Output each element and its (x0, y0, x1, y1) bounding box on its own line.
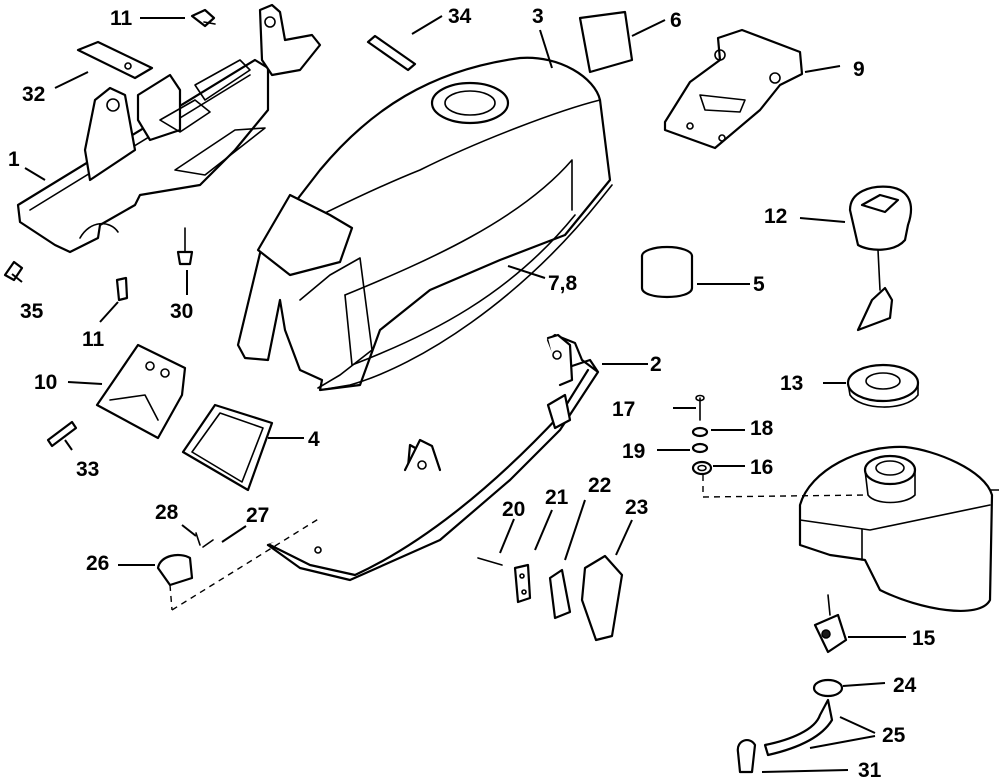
callout-35: 35 (20, 300, 44, 323)
part-27-pin (202, 539, 214, 548)
callout-9: 9 (853, 58, 865, 81)
part-24-wedge (580, 554, 624, 642)
callout-22: 18 (750, 417, 774, 440)
part-16-hose (763, 698, 834, 757)
callout-28: 28 (155, 501, 179, 524)
part-23-washer (691, 442, 709, 454)
part-11-screw-top (190, 8, 216, 28)
part-32-plate (76, 40, 154, 80)
part-13-seal-ring (846, 363, 920, 408)
callout-12: 12 (764, 205, 787, 228)
part-30-stud (176, 227, 194, 266)
callout-31: 31 (858, 759, 882, 779)
part-11-screw-lower (115, 276, 129, 302)
callout-16: 25 (882, 724, 906, 747)
part-22-washer (691, 426, 709, 438)
fuel-tank (798, 445, 999, 612)
part-1-lower-pan (16, 3, 322, 254)
callout-labels: 11 32 1 34 3 6 9 12 5 7,8 30 11 35 2 13 … (8, 5, 936, 779)
part-20-washer (691, 460, 713, 476)
callout-19: 20 (502, 498, 525, 521)
part-33-screw (46, 420, 78, 448)
part-3-motor-cover (236, 56, 613, 392)
part-6-decal (578, 10, 634, 74)
callout-23: 19 (622, 440, 645, 463)
callout-30: 30 (170, 300, 193, 323)
callout-33: 33 (76, 458, 99, 481)
part-25-clamp (812, 678, 844, 698)
leader-lines (11, 15, 906, 773)
part-4-gasket (181, 403, 274, 492)
callout-26: 26 (86, 552, 109, 575)
align-line-washers (702, 475, 869, 498)
align-line-left (171, 517, 321, 611)
part-10-support-bracket (95, 343, 187, 440)
callout-10: 10 (34, 371, 57, 394)
callout-6: 6 (670, 9, 682, 32)
callout-13: 13 (780, 372, 803, 395)
callout-3: 3 (532, 5, 544, 28)
part-26-knob (156, 553, 194, 611)
callout-24: 23 (625, 496, 648, 519)
callout-18: 21 (545, 486, 569, 509)
part-15-fuel-valve (813, 594, 848, 654)
callout-11-lower: 11 (82, 328, 105, 351)
callout-34: 34 (448, 5, 472, 28)
callout-5: 5 (753, 273, 765, 296)
part-2-front-pan (266, 333, 600, 582)
callout-32: 32 (22, 83, 45, 106)
callout-21: 17 (612, 398, 635, 421)
callout-11-top: 11 (110, 7, 133, 30)
part-34-pin (366, 34, 417, 72)
part-35-screw (3, 260, 24, 282)
part-18-plate (513, 563, 532, 604)
callout-25: 24 (893, 674, 917, 697)
part-9-bracket (663, 28, 804, 150)
part-21-bolt (695, 394, 705, 421)
callout-15: 15 (912, 627, 936, 650)
callout-7-8: 7,8 (548, 272, 578, 295)
part-19-screw (477, 557, 503, 566)
callout-17: 22 (588, 474, 611, 497)
part-5-cylinder (640, 245, 694, 298)
part-17-pad (548, 568, 572, 620)
callout-4: 4 (308, 428, 320, 451)
part-31-clip (736, 739, 757, 774)
callout-2: 2 (650, 353, 662, 376)
part-12-fuel-cap (848, 185, 913, 332)
callout-1: 1 (8, 148, 20, 171)
callout-27: 27 (246, 504, 269, 527)
part-28-clip (195, 532, 201, 546)
callout-20: 16 (750, 456, 773, 479)
